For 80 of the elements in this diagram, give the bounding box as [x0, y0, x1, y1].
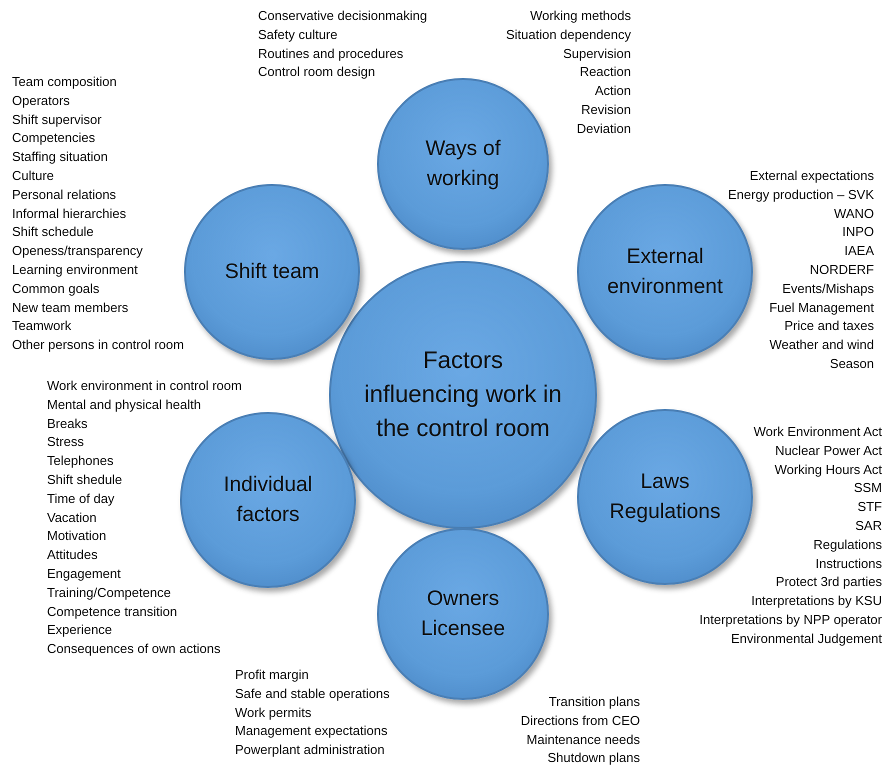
list-item: Team composition	[12, 73, 117, 91]
node-label: Individual factors	[222, 472, 314, 528]
list-item: Engagement	[47, 564, 121, 583]
list-item: Revision	[581, 100, 631, 119]
list-item: Reaction	[580, 63, 631, 82]
node-label: Ways of working	[424, 136, 502, 192]
list-item: Staffing situation	[12, 148, 108, 166]
list-item: Work Environment Act	[754, 423, 882, 441]
list-item: Work permits	[235, 704, 312, 722]
list-item: Training/Competence	[47, 584, 171, 602]
list-item: Telephones	[47, 452, 114, 470]
list-item: Events/Mishaps	[782, 280, 874, 298]
list-item: External expectations	[750, 167, 874, 185]
list-item: Interpretations by KSU	[751, 592, 882, 610]
list-item: NORDERF	[810, 260, 874, 279]
list-item: Other persons in control room	[12, 336, 184, 354]
list-item: Vacation	[47, 508, 97, 527]
list-item: Regulations	[813, 536, 882, 554]
list-item: Competence transition	[47, 602, 178, 621]
list-item: Maintenance needs	[526, 730, 640, 749]
list-item: INPO	[842, 223, 874, 242]
list-item: Powerplant administration	[235, 741, 385, 760]
list-item: Shift schedule	[12, 223, 94, 242]
list-item: New team members	[12, 298, 128, 317]
list-item: Openess/transparency	[12, 242, 143, 260]
list-item: Price and taxes	[784, 317, 874, 336]
node-label: Laws Regulations	[608, 469, 722, 525]
list-item: Informal hierarchies	[12, 204, 126, 223]
list-item: Fuel Management	[769, 298, 874, 317]
list-item: Conservative decisionmaking	[258, 7, 428, 25]
list-item: Management expectations	[235, 722, 388, 740]
list-item: Safe and stable operations	[235, 684, 390, 703]
list-item: Shutdown plans	[547, 749, 640, 766]
list-item: Protect 3rd parties	[776, 573, 882, 592]
list-item: Routines and procedures	[258, 44, 404, 63]
list-item: IAEA	[844, 242, 874, 260]
list-item: Environmental Judgement	[730, 630, 882, 648]
list-item: Operators	[12, 92, 70, 110]
list-item: WANO	[834, 204, 874, 223]
list-item: Teamwork	[12, 317, 72, 336]
node-label: Shift team	[224, 259, 320, 285]
list-item: Nuclear Power Act	[775, 442, 882, 460]
list-item: Common goals	[12, 280, 100, 298]
list-item: Weather and wind	[769, 336, 874, 354]
list-item: Shift supervisor	[12, 110, 102, 129]
list-item: Interpretations by NPP operator	[699, 610, 882, 629]
list-item: STF	[857, 498, 882, 516]
list-item: Directions from CEO	[520, 712, 640, 730]
list-item: Action	[594, 82, 631, 100]
list-item: Safety culture	[258, 26, 338, 44]
list-item: Supervision	[563, 44, 631, 63]
list-item: Competencies	[12, 129, 96, 148]
list-item: Instructions	[816, 554, 882, 573]
list-item: Working Hours Act	[774, 460, 882, 479]
list-item: Breaks	[47, 414, 88, 433]
list-item: Deviation	[576, 120, 631, 138]
list-item: Working methods	[530, 7, 631, 25]
list-item: Control room design	[258, 63, 376, 82]
list-item: SSM	[854, 479, 882, 498]
list-item: Transition plans	[548, 693, 640, 711]
list-item: Motivation	[47, 527, 106, 546]
list-item: Time of day	[47, 490, 114, 508]
list-item: Profit margin	[235, 666, 309, 684]
list-item: Shift shedule	[47, 470, 122, 489]
list-item: Season	[830, 354, 874, 373]
list-item: Situation dependency	[506, 26, 631, 44]
list-item: Mental and physical health	[47, 396, 201, 414]
list-item: Attitudes	[47, 546, 98, 564]
node-label: Factors influencing work in the control room	[363, 346, 563, 444]
list-item: Stress	[47, 433, 84, 452]
node-label: Owners Licensee	[420, 586, 506, 642]
list-item: Energy production – SVK	[728, 186, 874, 204]
list-item: Personal relations	[12, 186, 116, 204]
list-item: Learning environment	[12, 260, 138, 279]
list-item: Experience	[47, 621, 112, 640]
list-item: Consequences of own actions	[47, 640, 220, 658]
node-label: External environment	[606, 244, 724, 300]
list-item: Culture	[12, 166, 54, 185]
list-item: Work environment in control room	[47, 377, 242, 395]
list-item: SAR	[855, 516, 882, 535]
